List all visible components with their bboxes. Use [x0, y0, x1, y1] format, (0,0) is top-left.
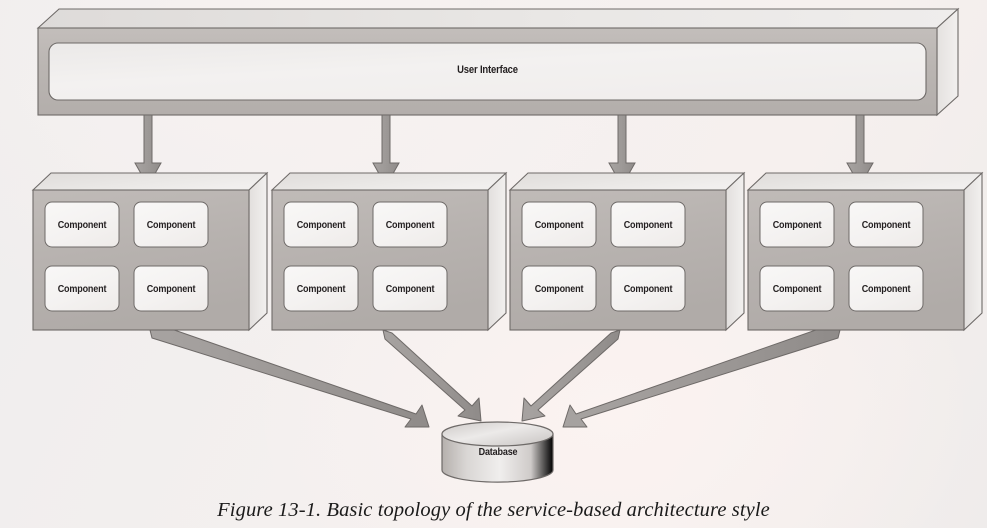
service-1-component-2[interactable]: [133, 201, 209, 248]
service-3-component-1-labelbox: Component: [522, 202, 596, 247]
service-1-top-face: [31, 172, 269, 191]
service-1-component-2-labelbox: Component: [134, 202, 208, 247]
arrow-service-2-database: [382, 329, 482, 422]
connector-service-1-to-database: [149, 323, 430, 428]
connector-service-3-to-database: [521, 329, 621, 422]
service-4-component-1[interactable]: [759, 201, 835, 248]
service-1-component-4-label: Component: [146, 282, 196, 295]
service-3-component-4[interactable]: [610, 265, 686, 312]
service-4-top-face: [746, 172, 984, 191]
service-3-side-face: [725, 171, 745, 332]
service-3-component-2[interactable]: [610, 201, 686, 248]
service-4-component-3-label: Component: [772, 282, 822, 295]
service-box-2[interactable]: [270, 171, 508, 332]
service-3-component-1[interactable]: [521, 201, 597, 248]
service-2-component-3-labelbox: Component: [284, 266, 358, 311]
service-4-component-4-label: Component: [861, 282, 911, 295]
service-2-component-4[interactable]: [372, 265, 448, 312]
service-1-component-3-label: Component: [57, 282, 107, 295]
service-4-component-1-labelbox: Component: [760, 202, 834, 247]
service-3-component-3-labelbox: Component: [522, 266, 596, 311]
service-2-component-2-label: Component: [385, 218, 435, 231]
service-4-component-4[interactable]: [848, 265, 924, 312]
service-4-component-2-label: Component: [861, 218, 911, 231]
service-4-component-2[interactable]: [848, 201, 924, 248]
database-cylinder[interactable]: [441, 421, 554, 483]
service-2-side-face: [487, 171, 507, 332]
service-3-component-2-labelbox: Component: [611, 202, 685, 247]
service-3-component-3[interactable]: [521, 265, 597, 312]
service-3-component-4-labelbox: Component: [611, 266, 685, 311]
service-2-component-3-label: Component: [296, 282, 346, 295]
service-4-component-3-labelbox: Component: [760, 266, 834, 311]
service-2-component-1-labelbox: Component: [284, 202, 358, 247]
service-1-component-1[interactable]: [44, 201, 120, 248]
service-box-3[interactable]: [508, 171, 746, 332]
ui-box-side-face: [936, 7, 959, 117]
service-2-top-face: [270, 172, 508, 191]
service-2-component-1-label: Component: [296, 218, 346, 231]
service-1-component-3-labelbox: Component: [45, 266, 119, 311]
arrow-service-3-database: [521, 329, 621, 422]
connector-service-2-to-database: [382, 329, 482, 422]
service-3-component-2-label: Component: [623, 218, 673, 231]
service-1-component-3[interactable]: [44, 265, 120, 312]
arrow-service-4-database: [562, 323, 841, 428]
user-interface-box[interactable]: [36, 7, 960, 117]
service-1-component-4-labelbox: Component: [134, 266, 208, 311]
service-4-component-1-label: Component: [772, 218, 822, 231]
service-1-component-1-label: Component: [57, 218, 107, 231]
service-2-component-3[interactable]: [283, 265, 359, 312]
service-3-component-3-label: Component: [534, 282, 584, 295]
service-3-component-4-label: Component: [623, 282, 673, 295]
service-3-top-face: [508, 172, 746, 191]
service-1-component-1-labelbox: Component: [45, 202, 119, 247]
service-2-component-4-label: Component: [385, 282, 435, 295]
arrow-service-1-database: [149, 323, 430, 428]
service-2-component-2-labelbox: Component: [373, 202, 447, 247]
service-4-component-3[interactable]: [759, 265, 835, 312]
service-2-component-2[interactable]: [372, 201, 448, 248]
service-4-component-2-labelbox: Component: [849, 202, 923, 247]
database-body: [441, 433, 554, 483]
database-top-ellipse: [441, 421, 554, 447]
service-1-side-face: [248, 171, 268, 332]
service-box-1[interactable]: [31, 171, 269, 332]
service-1-component-4[interactable]: [133, 265, 209, 312]
service-3-component-1-label: Component: [534, 218, 584, 231]
service-1-component-2-label: Component: [146, 218, 196, 231]
figure-caption: Figure 13-1. Basic topology of the servi…: [217, 498, 770, 521]
service-4-component-4-labelbox: Component: [849, 266, 923, 311]
ui-box-top-face: [36, 8, 960, 29]
service-2-component-4-labelbox: Component: [373, 266, 447, 311]
connector-service-4-to-database: [562, 323, 841, 428]
service-4-side-face: [963, 171, 983, 332]
ui-inner-panel: [48, 42, 927, 101]
service-2-component-1[interactable]: [283, 201, 359, 248]
service-box-4[interactable]: [746, 171, 984, 332]
